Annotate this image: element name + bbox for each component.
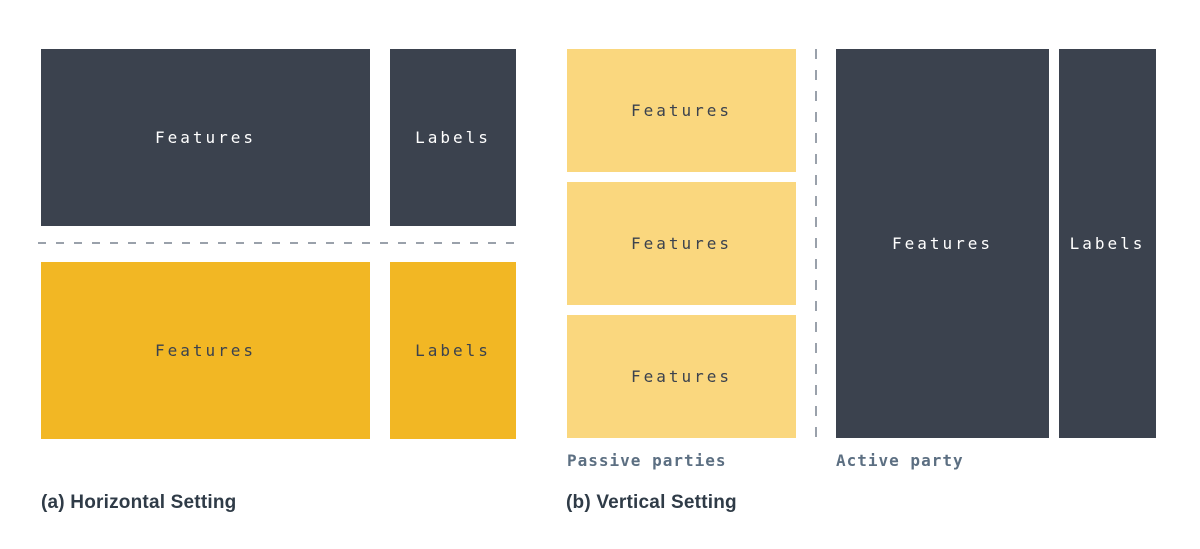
horizontal-setting-caption: (a) Horizontal Setting <box>41 492 237 513</box>
horizontal-top-labels-box: Labels <box>390 49 516 226</box>
active-party-label: Active party <box>836 451 964 470</box>
vertical-setting-caption: (b) Vertical Setting <box>566 492 737 513</box>
horizontal-top-features-box: Features <box>41 49 370 226</box>
passive-party-features-box-1: Features <box>567 49 796 172</box>
passive-party-features-box-2: Features <box>567 182 796 305</box>
passive-party-features-box-3: Features <box>567 315 796 438</box>
active-party-labels-box: Labels <box>1059 49 1156 438</box>
horizontal-bottom-labels-box: Labels <box>390 262 516 439</box>
active-party-features-box: Features <box>836 49 1049 438</box>
passive-parties-label: Passive parties <box>567 451 727 470</box>
vertical-divider-dashed-line <box>815 49 817 438</box>
horizontal-divider-dashed-line <box>38 242 516 244</box>
horizontal-bottom-features-box: Features <box>41 262 370 439</box>
